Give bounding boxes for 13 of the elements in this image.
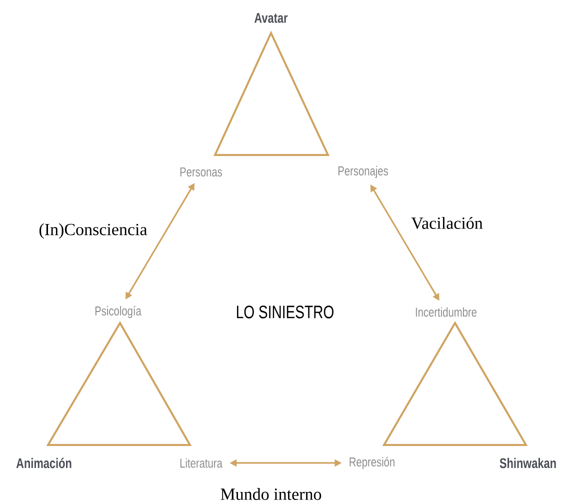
vertex-label: Psicología xyxy=(95,306,142,318)
vertex-label: Personas xyxy=(180,167,222,177)
edge-label: (In)Consciencia xyxy=(39,223,148,239)
edge-label: Mundo interno xyxy=(220,488,322,500)
center-title: LO SINIESTRO xyxy=(237,306,334,318)
vertex-label: Incertidumbre xyxy=(416,307,477,317)
vertex-label: Avatar xyxy=(254,13,288,23)
vertex-label: Literatura xyxy=(180,458,222,468)
vertex-label: Represión xyxy=(350,456,394,470)
vertex-label: Shinwakan xyxy=(500,458,556,468)
vertex-label: Animación xyxy=(16,458,72,468)
vertex-label: Personajes xyxy=(338,166,388,178)
edge-label: Vacilación xyxy=(411,216,483,230)
